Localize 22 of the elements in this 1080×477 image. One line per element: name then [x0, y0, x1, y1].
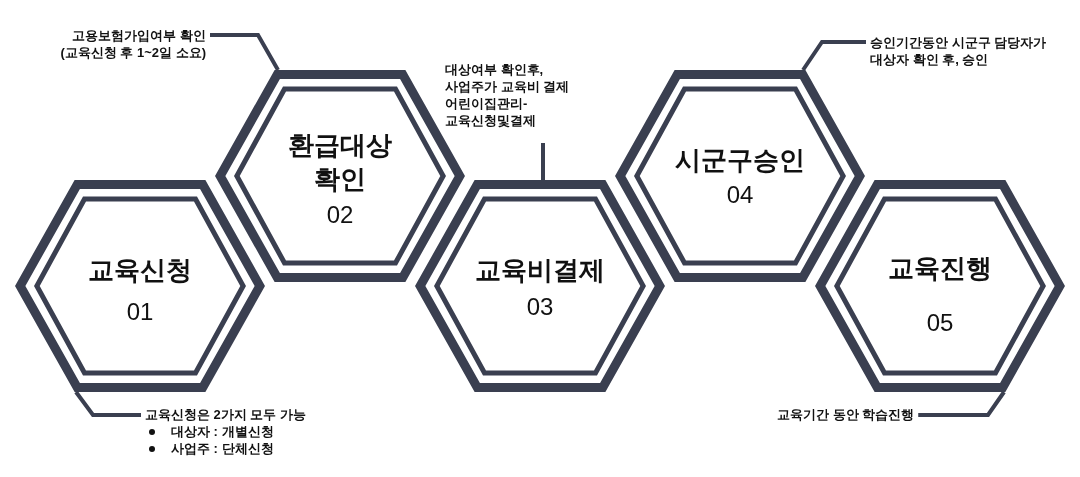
step-title: 환급대상 확인	[287, 129, 393, 196]
annotation-text: 승인기간동안 시군구 담당자가 대상자 확인 후, 승인	[870, 34, 1076, 68]
leader-line	[541, 143, 545, 180]
step-number: 03	[526, 292, 554, 322]
leader-line	[801, 40, 866, 72]
annotation-text: 대상여부 확인후, 사업주가 교육비 결제 어린이집관리-교육신청및결제	[445, 61, 573, 129]
step-title: 시군구승인	[674, 144, 806, 177]
step-title: 교육비결제	[474, 254, 606, 287]
annotation-text: 고용보험가입여부 확인 (교육신청 후 1~2일 소요)	[20, 27, 206, 61]
step-number: 01	[126, 297, 154, 327]
leader-line	[918, 390, 1006, 417]
step-number: 05	[926, 308, 954, 338]
step-number: 04	[726, 180, 754, 210]
step-title: 교육진행	[887, 252, 993, 285]
annotation-text: 교육기간 동안 학습진행	[777, 406, 915, 423]
leader-line	[74, 390, 141, 417]
leader-line	[210, 33, 280, 71]
annotation-text: 교육신청은 2가지 모두 가능	[145, 406, 307, 423]
step-title: 교육신청	[87, 254, 193, 287]
step-number: 02	[326, 200, 354, 230]
bullet-item: 대상자 : 개별신청	[145, 423, 307, 440]
bullet-item: 사업주 : 단체신청	[145, 440, 307, 457]
